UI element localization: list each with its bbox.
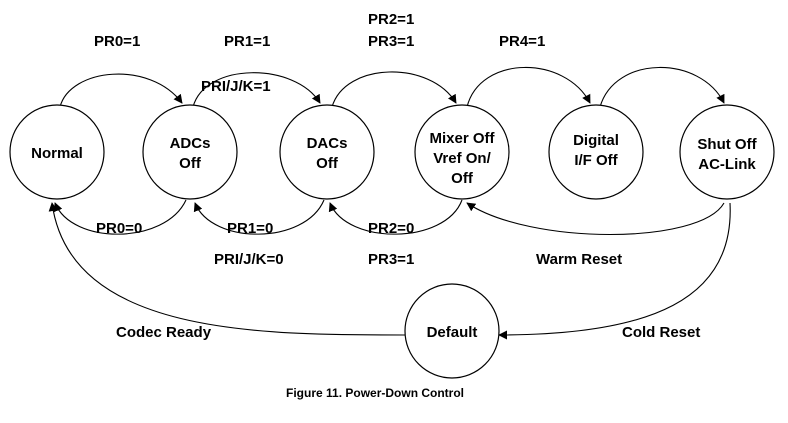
edge-shutoff-to-mixer-warm-reset: [466, 202, 725, 236]
state-shut-off-ac-link: Shut Off AC-Link: [679, 104, 775, 200]
edge-normal-to-adcs: [59, 73, 183, 108]
state-dacs-off-label-line1: DACs: [307, 135, 348, 152]
figure-caption: Figure 11. Power-Down Control: [286, 386, 464, 400]
state-adcs-off-label-line1: ADCs: [170, 135, 211, 152]
edge-mixer-to-digital: [466, 66, 591, 108]
label-pr1-0: PR1=0: [227, 220, 273, 237]
label-pr2-0: PR2=0: [368, 220, 414, 237]
state-adcs-off-label-line2: Off: [179, 155, 202, 172]
label-pr3-1: PR3=1: [368, 33, 414, 50]
state-normal-circle: [9, 104, 105, 200]
state-default-circle: [404, 283, 500, 379]
label-prijk-1: PRI/J/K=1: [201, 78, 271, 95]
state-digital-if-off-label-line2: I/F Off: [574, 152, 618, 169]
state-mixer-off-label-line2: Vref On/: [433, 150, 491, 167]
state-dacs-off: DACs Off: [279, 104, 375, 200]
label-prijk-0: PRI/J/K=0: [214, 251, 284, 268]
state-dacs-off-circle: [279, 104, 375, 200]
state-normal: Normal: [9, 104, 105, 200]
edge-adcs-to-normal: [53, 199, 187, 235]
state-mixer-off: Mixer Off Vref On/ Off: [414, 104, 510, 200]
edge-default-to-normal-codec-ready: [48, 202, 406, 336]
label-pr2-1: PR2=1: [368, 11, 414, 28]
state-adcs-off-circle: [142, 104, 238, 200]
edge-adcs-to-dacs: [192, 72, 321, 108]
edge-shutoff-to-default-cold-reset: [498, 202, 731, 340]
label-pr0-0: PR0=0: [96, 220, 142, 237]
state-mixer-off-label-line3: Off: [451, 170, 474, 187]
edge-dacs-to-mixer: [331, 71, 457, 108]
label-pr4-1: PR4=1: [499, 33, 545, 50]
label-pr3-1-bottom: PR3=1: [368, 251, 414, 268]
state-normal-label: Normal: [31, 145, 83, 162]
label-cold-reset: Cold Reset: [622, 324, 700, 341]
state-shut-off-ac-link-label-line1: Shut Off: [697, 136, 757, 153]
state-mixer-off-label-line1: Mixer Off: [429, 130, 495, 147]
state-shut-off-ac-link-circle: [679, 104, 775, 200]
state-digital-if-off-circle: [548, 104, 644, 200]
state-adcs-off: ADCs Off: [142, 104, 238, 200]
label-pr1-1: PR1=1: [224, 33, 270, 50]
edge-dacs-to-adcs: [193, 199, 325, 235]
state-default-label: Default: [427, 324, 478, 341]
state-digital-if-off: Digital I/F Off: [548, 104, 644, 200]
label-warm-reset: Warm Reset: [536, 251, 622, 268]
state-shut-off-ac-link-label-line2: AC-Link: [698, 156, 756, 173]
label-codec-ready: Codec Ready: [116, 324, 212, 341]
edge-digital-to-shutoff: [599, 66, 725, 108]
state-mixer-off-circle: [414, 104, 510, 200]
state-dacs-off-label-line2: Off: [316, 155, 339, 172]
state-digital-if-off-label-line1: Digital: [573, 132, 619, 149]
edge-mixer-to-dacs: [328, 199, 463, 235]
state-default: Default: [404, 283, 500, 379]
label-pr0-1: PR0=1: [94, 33, 140, 50]
